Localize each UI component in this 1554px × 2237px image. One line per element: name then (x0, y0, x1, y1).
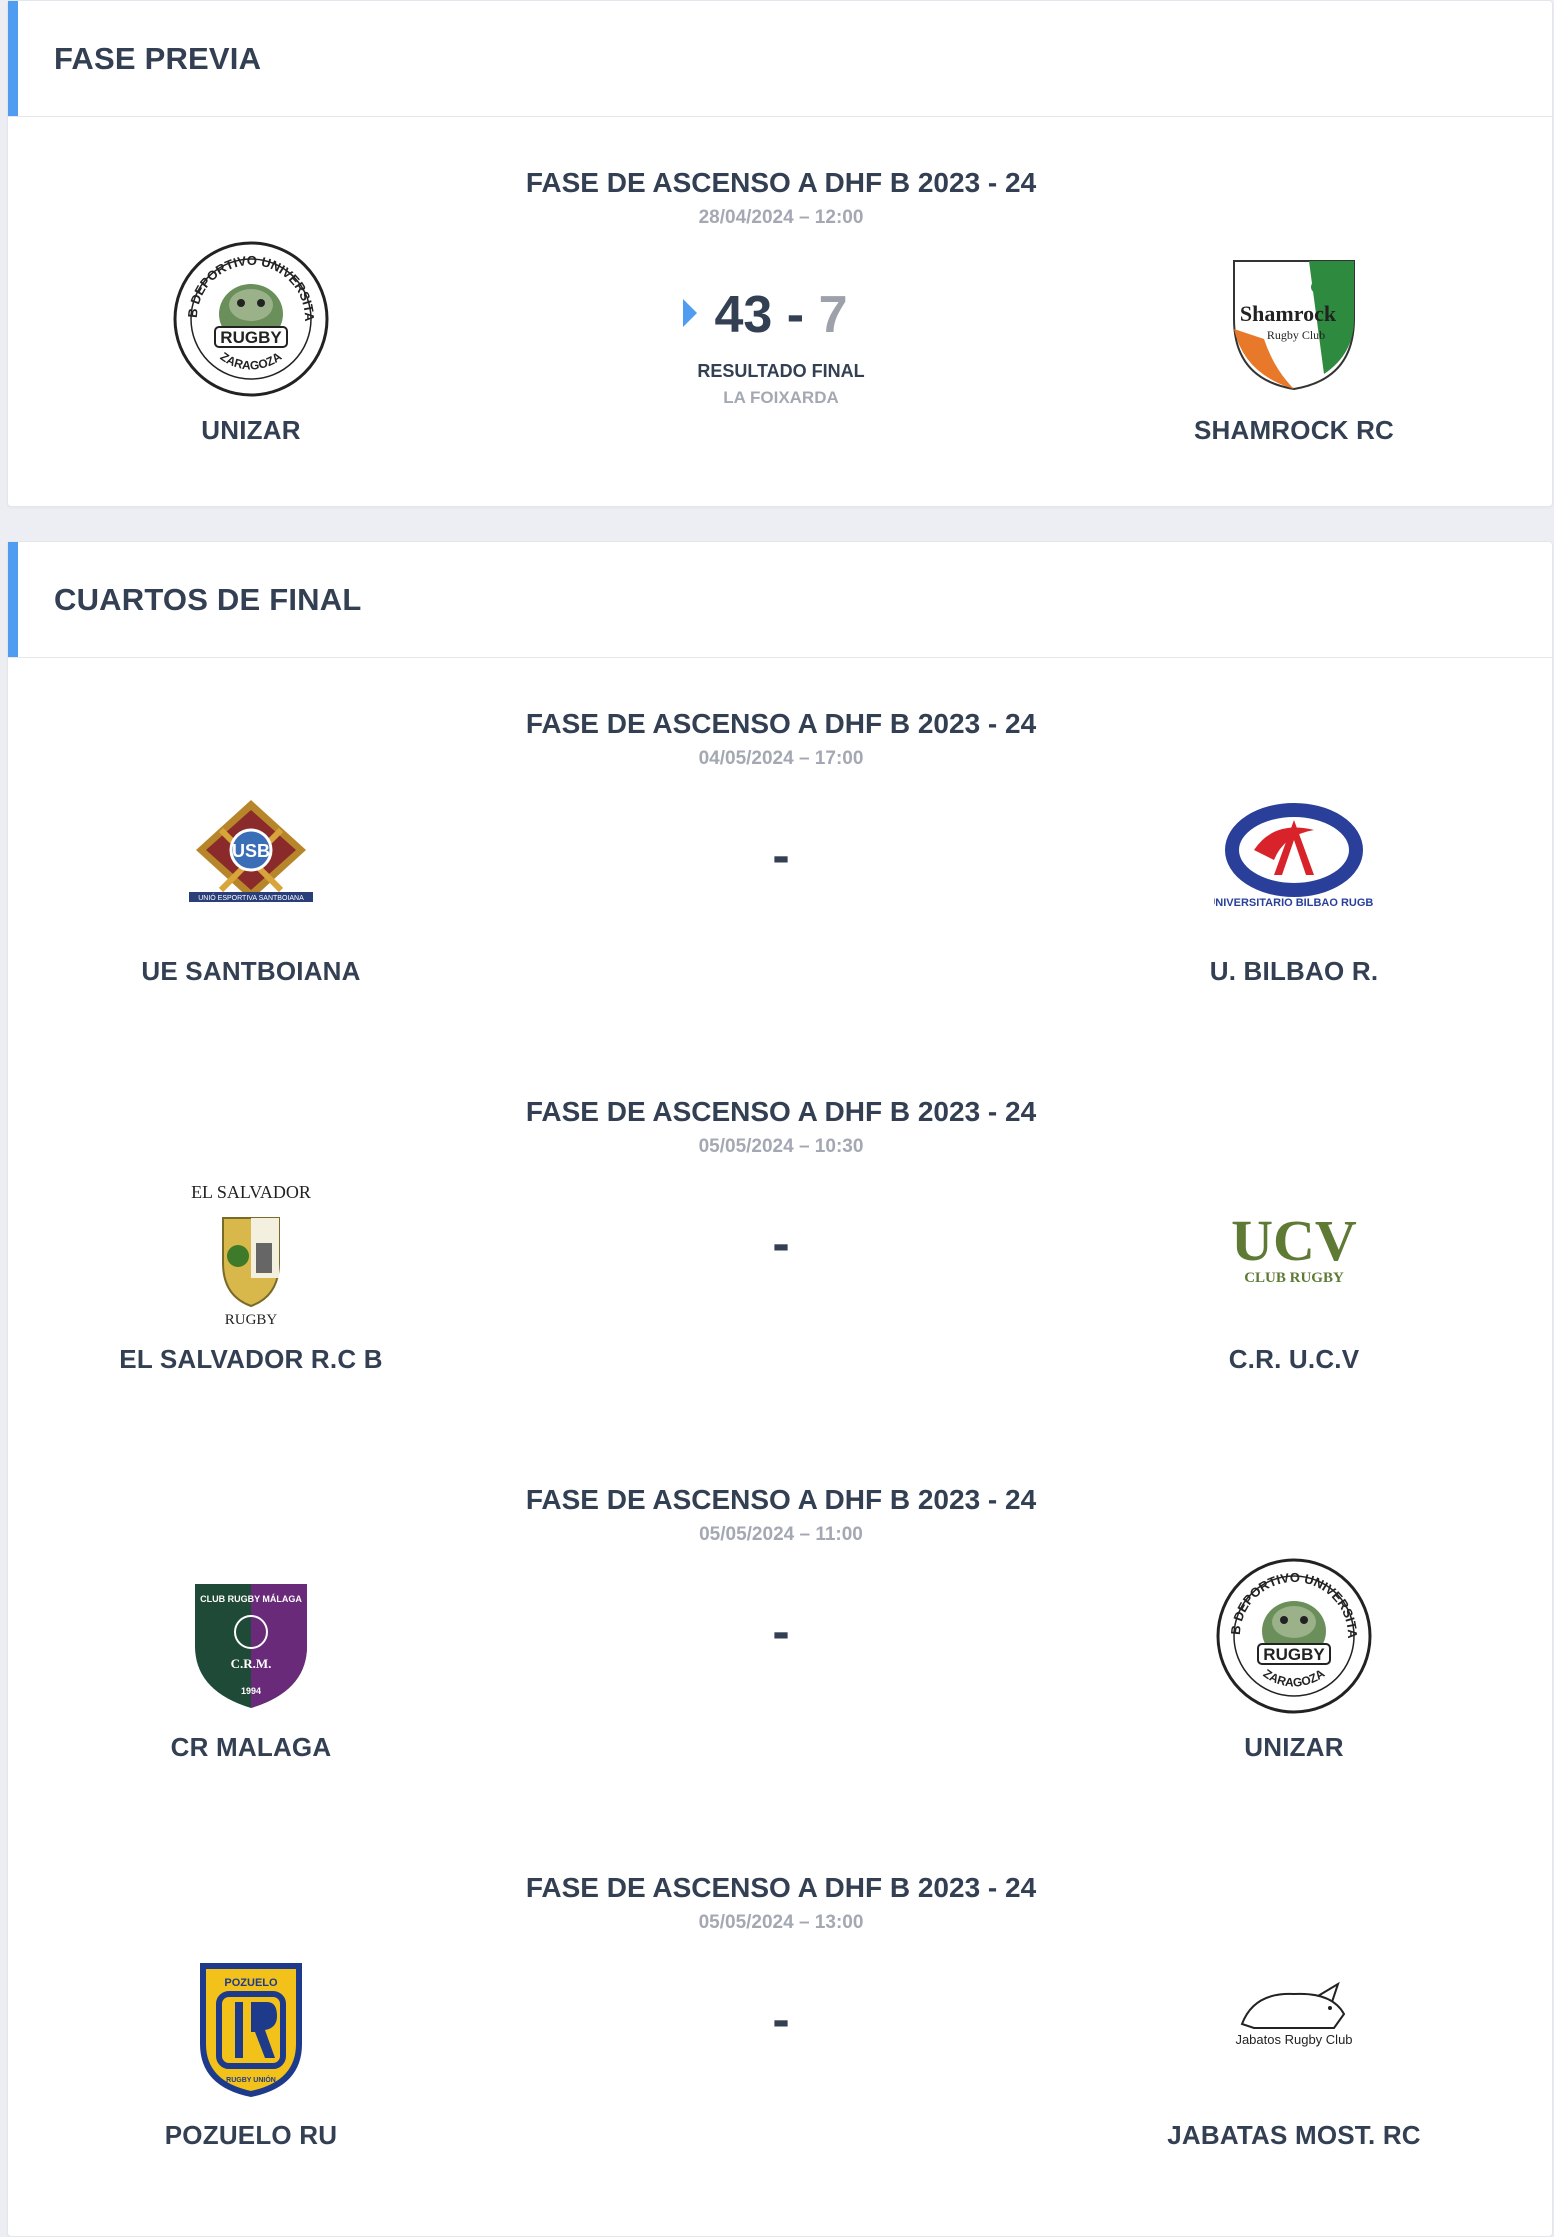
team-name: JABATAS MOST. RC (1167, 2120, 1421, 2150)
away-team[interactable]: Shamrock Rugby Club SHAMROCK RC (1084, 239, 1504, 446)
el-salvador-logo-icon: EL SALVADOR RUGBY (191, 1182, 311, 1328)
match-datetime: 05/05/2024 – 10:30 (698, 1136, 864, 1157)
ucv-logo-icon: UCV CLUB RUGBY (1231, 1208, 1357, 1286)
svg-text:EL SALVADOR: EL SALVADOR (191, 1182, 311, 1202)
competition-name: FASE DE ASCENSO A DHF B 2023 - 24 (525, 1484, 1037, 1515)
svg-text:UNIÓ ESPORTIVA SANTBOIANA: UNIÓ ESPORTIVA SANTBOIANA (198, 893, 304, 902)
pending-result: - (772, 1991, 790, 2049)
home-team[interactable]: POZUELO RUGBY UNIÓN POZUELO RU (41, 1944, 461, 2151)
svg-text:UCV: UCV (1231, 1208, 1357, 1273)
match-venue: LA FOIXARDA (723, 388, 839, 407)
santboiana-logo-icon: USB UNIÓ ESPORTIVA SANTBOIANA (189, 800, 313, 902)
team-name: POZUELO RU (164, 2120, 338, 2150)
team-name: SHAMROCK RC (1193, 415, 1395, 445)
pending-result: - (772, 1603, 790, 1661)
score-block: - (571, 1606, 991, 1658)
unizar-logo-icon: CLUB DEPORTIVO UNIVERSITARIO RUGBY ZARAG… (171, 239, 329, 397)
jabatos-logo-icon: Jabatos Rugby Club (1235, 1981, 1353, 2047)
score-block: - (571, 830, 991, 882)
match-card[interactable]: FASE DE ASCENSO A DHF B 2023 - 24 05/05/… (8, 1844, 1554, 2204)
svg-text:POZUELO: POZUELO (224, 1977, 278, 1989)
svg-text:C.R.M.: C.R.M. (231, 1656, 272, 1671)
score-block: - (571, 1994, 991, 2046)
svg-text:RUGBY: RUGBY (220, 328, 282, 347)
match-datetime: 28/04/2024 – 12:00 (698, 207, 864, 228)
match-datetime: 05/05/2024 – 11:00 (699, 1524, 863, 1545)
team-name: U. BILBAO R. (1209, 956, 1379, 986)
pending-result: - (772, 827, 790, 885)
home-team[interactable]: CLUB DEPORTIVO UNIVERSITARIO RUGBY ZARAG… (41, 239, 461, 446)
svg-text:CLUB RUGBY: CLUB RUGBY (1244, 1270, 1344, 1286)
team-name: C.R. U.C.V (1228, 1344, 1360, 1374)
score: 43 - 7 (682, 286, 848, 344)
svg-text:UNIVERSITARIO BILBAO RUGBY: UNIVERSITARIO BILBAO RUGBY (1214, 897, 1374, 909)
match-card[interactable]: FASE DE ASCENSO A DHF B 2023 - 24 04/05/… (8, 680, 1554, 1040)
away-score: 7 (818, 286, 848, 344)
away-team[interactable]: UCV CLUB RUGBY C.R. U.C.V (1084, 1168, 1504, 1375)
team-name: UNIZAR (1244, 1732, 1344, 1762)
svg-text:Jabatos Rugby Club: Jabatos Rugby Club (1235, 2032, 1352, 2047)
section-header: FASE PREVIA (8, 1, 1552, 117)
match-datetime: 04/05/2024 – 17:00 (698, 748, 864, 769)
home-team[interactable]: EL SALVADOR RUGBY EL SALVADOR R.C B (41, 1168, 461, 1375)
match-status: RESULTADO FINAL (697, 361, 865, 381)
match-card[interactable]: FASE DE ASCENSO A DHF B 2023 - 24 05/05/… (8, 1456, 1554, 1816)
svg-text:USB: USB (232, 841, 270, 861)
svg-text:RUGBY UNIÓN: RUGBY UNIÓN (226, 2075, 276, 2084)
section-title: FASE PREVIA (54, 41, 262, 76)
unizar-logo-icon: CLUB DEPORTIVO UNIVERSITARIO RUGBY ZARAG… (1214, 1556, 1372, 1714)
home-team[interactable]: CLUB RUGBY MÁLAGA C.R.M. 1994 CR MALAGA (41, 1556, 461, 1763)
section-header: CUARTOS DE FINAL (8, 542, 1552, 658)
svg-text:RUGBY: RUGBY (1263, 1645, 1325, 1664)
svg-text:1994: 1994 (241, 1686, 261, 1696)
section-fase-previa: FASE PREVIA FASE DE ASCENSO A DHF B 2023… (7, 0, 1553, 507)
svg-text:CLUB RUGBY MÁLAGA: CLUB RUGBY MÁLAGA (200, 1594, 302, 1604)
competition-name: FASE DE ASCENSO A DHF B 2023 - 24 (525, 1096, 1037, 1127)
team-name: CR MALAGA (170, 1732, 332, 1762)
match-card[interactable]: FASE DE ASCENSO A DHF B 2023 - 24 05/05/… (8, 1068, 1554, 1428)
svg-text:Rugby Club: Rugby Club (1267, 328, 1325, 342)
team-name: EL SALVADOR R.C B (119, 1344, 383, 1374)
section-cuartos-de-final: CUARTOS DE FINAL FASE DE ASCENSO A DHF B… (7, 541, 1553, 2237)
match-card[interactable]: FASE DE ASCENSO A DHF B 2023 - 24 28/04/… (8, 139, 1554, 499)
away-team[interactable]: Jabatos Rugby Club JABATAS MOST. RC (1084, 1944, 1504, 2151)
pending-result: - (772, 1215, 790, 1273)
competition-name: FASE DE ASCENSO A DHF B 2023 - 24 (525, 708, 1037, 739)
away-team[interactable]: UNIVERSITARIO BILBAO RUGBY U. BILBAO R. (1084, 780, 1504, 987)
match-datetime: 05/05/2024 – 13:00 (698, 1912, 864, 1933)
svg-text:RUGBY: RUGBY (225, 1312, 278, 1328)
competition-name: FASE DE ASCENSO A DHF B 2023 - 24 (525, 1872, 1037, 1903)
score-separator: - (786, 286, 805, 344)
home-score: 43 (714, 286, 773, 344)
svg-text:Shamrock: Shamrock (1240, 301, 1337, 326)
section-accent-bar (8, 542, 18, 657)
away-team[interactable]: CLUB DEPORTIVO UNIVERSITARIO RUGBY ZARAG… (1084, 1556, 1504, 1763)
svg-text:ZARAGOZA: ZARAGOZA (1261, 1666, 1328, 1690)
shamrock-logo-icon: Shamrock Rugby Club (1233, 260, 1355, 391)
section-accent-bar (8, 1, 18, 116)
pozuelo-logo-icon: POZUELO RUGBY UNIÓN (200, 1963, 302, 2098)
home-team[interactable]: USB UNIÓ ESPORTIVA SANTBOIANA UE SANTBOI… (41, 780, 461, 987)
svg-text:ZARAGOZA: ZARAGOZA (218, 349, 285, 373)
winner-arrow-icon (682, 299, 697, 327)
bilbao-logo-icon: UNIVERSITARIO BILBAO RUGBY (1214, 803, 1374, 909)
malaga-logo-icon: CLUB RUGBY MÁLAGA C.R.M. 1994 (195, 1584, 307, 1708)
score-block: - (571, 1218, 991, 1270)
team-name: UNIZAR (201, 415, 301, 445)
section-title: CUARTOS DE FINAL (54, 582, 362, 617)
team-name: UE SANTBOIANA (141, 956, 361, 986)
score-block: 43 - 7 RESULTADO FINAL LA FOIXARDA (571, 289, 991, 408)
competition-name: FASE DE ASCENSO A DHF B 2023 - 24 (525, 167, 1037, 198)
